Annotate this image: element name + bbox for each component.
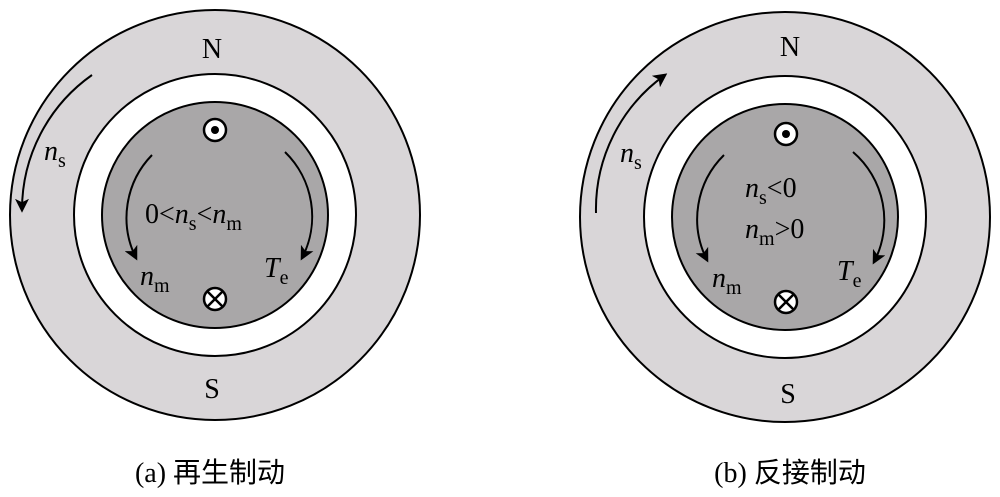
nm-label-b: nm <box>712 263 742 299</box>
condition-a: 0<ns<nm <box>145 199 242 235</box>
ns-arrow-b <box>594 73 668 214</box>
rotor-a <box>101 101 329 329</box>
cross-in-circle-icon <box>202 286 228 312</box>
cross-in-circle-icon <box>773 289 799 315</box>
caption-b: (b) 反接制动 <box>714 457 866 489</box>
te-arrow-b <box>852 151 886 265</box>
south-pole-label-b: S <box>780 379 796 410</box>
nm-arrow-b <box>695 154 725 263</box>
dot-in-circle-icon <box>202 117 228 143</box>
ns-arrow-a <box>14 74 93 213</box>
rotor-b <box>671 103 899 331</box>
dot-in-circle-icon <box>773 121 799 147</box>
ns-label-b: ns <box>620 138 642 174</box>
nm-arrow-a <box>124 154 153 261</box>
panel-a: N S ns 0<ns<nm nm Te (a) 再生制动 <box>9 9 421 489</box>
condition-b-line1: ns<0 <box>745 173 797 209</box>
panel-b: N S ns ns<0 nm>0 nm Te <box>579 11 991 489</box>
north-pole-label-b: N <box>780 32 800 63</box>
south-pole-label-a: S <box>204 374 220 405</box>
nm-label-a: nm <box>140 261 170 297</box>
north-pole-label-a: N <box>202 34 222 65</box>
ns-label-a: ns <box>44 136 66 172</box>
te-arrow-a <box>284 151 314 261</box>
caption-a: (a) 再生制动 <box>135 457 285 489</box>
te-label-a: Te <box>264 253 289 289</box>
condition-b-line2: nm>0 <box>745 214 804 250</box>
te-label-b: Te <box>837 256 862 292</box>
